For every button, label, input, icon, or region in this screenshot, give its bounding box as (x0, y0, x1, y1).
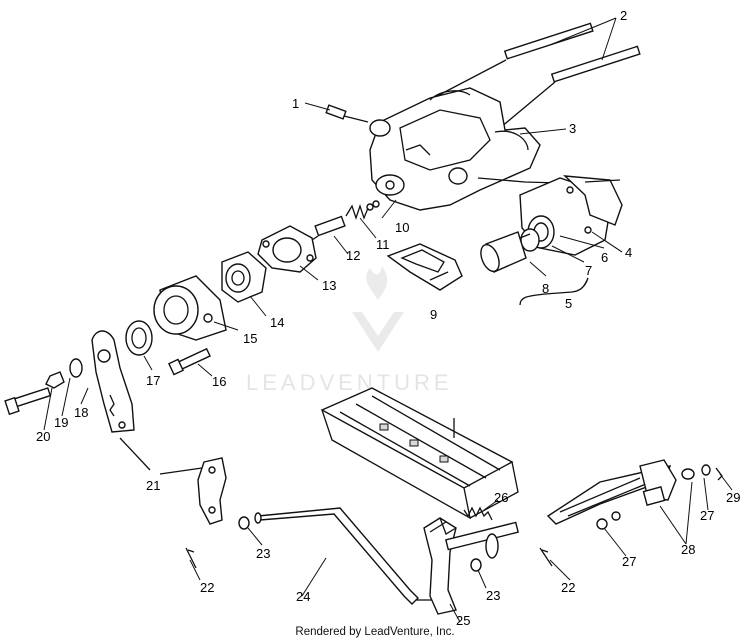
callout-29: 29 (726, 490, 740, 505)
watermark-logo: LEADVENTURE (246, 266, 453, 395)
callout-7: 7 (585, 263, 592, 278)
leader-lines (43, 17, 733, 623)
callout-26: 26 (494, 490, 508, 505)
callout-28: 28 (681, 542, 695, 557)
callout-16: 16 (212, 374, 226, 389)
callout-22a: 22 (200, 580, 214, 595)
callout-9: 9 (430, 307, 437, 322)
group-brace-5 (519, 277, 589, 306)
part-cotter-pin-a (185, 547, 197, 569)
parts-diagram: LEADVENTURE (4, 8, 740, 626)
callout-25: 25 (456, 613, 470, 626)
part-bolt-16 (168, 347, 211, 376)
part-bushing (520, 215, 555, 252)
part-cotter-pin-b (539, 547, 553, 567)
part-seal (125, 320, 153, 356)
callout-3: 3 (569, 121, 576, 136)
callout-20: 20 (36, 429, 50, 444)
callout-numbers: 1 2 3 4 5 6 7 8 9 10 11 12 13 14 15 16 1… (36, 8, 740, 626)
callout-22b: 22 (561, 580, 575, 595)
part-rod (254, 507, 432, 605)
part-drum (153, 275, 227, 341)
callout-23b: 23 (486, 588, 500, 603)
callout-24: 24 (296, 589, 310, 604)
callout-15: 15 (243, 331, 257, 346)
callout-5: 5 (565, 296, 572, 311)
callout-18: 18 (74, 405, 88, 420)
callout-17: 17 (146, 373, 160, 388)
part-spring (463, 506, 493, 521)
part-washer-a (238, 516, 250, 530)
part-fitting (325, 104, 369, 123)
footer-credit: Rendered by LeadVenture, Inc. (295, 626, 455, 638)
callout-19: 19 (54, 415, 68, 430)
watermark-text: LEADVENTURE (246, 370, 453, 395)
part-cam (221, 251, 267, 303)
callout-11: 11 (376, 237, 390, 252)
part-footboard (320, 387, 519, 520)
callout-8: 8 (542, 281, 549, 296)
callout-4: 4 (625, 245, 632, 260)
callout-13: 13 (322, 278, 336, 293)
part-fasteners (4, 358, 83, 416)
part-link (119, 437, 227, 525)
callout-1: 1 (292, 96, 299, 111)
callout-21: 21 (146, 478, 160, 493)
part-lever (91, 330, 135, 433)
part-pedal (423, 517, 519, 615)
callout-6: 6 (601, 250, 608, 265)
part-housing (369, 87, 561, 211)
callout-14: 14 (270, 315, 284, 330)
part-washer-b (470, 558, 482, 572)
part-plate (386, 243, 463, 291)
callout-27a: 27 (700, 508, 714, 523)
callout-27b: 27 (622, 554, 636, 569)
callout-10: 10 (395, 220, 409, 235)
part-flange (257, 225, 317, 273)
callout-12: 12 (346, 248, 360, 263)
part-brake-pedal (546, 459, 723, 530)
part-piston (480, 231, 531, 273)
callout-23a: 23 (256, 546, 270, 561)
callout-2: 2 (620, 8, 627, 23)
